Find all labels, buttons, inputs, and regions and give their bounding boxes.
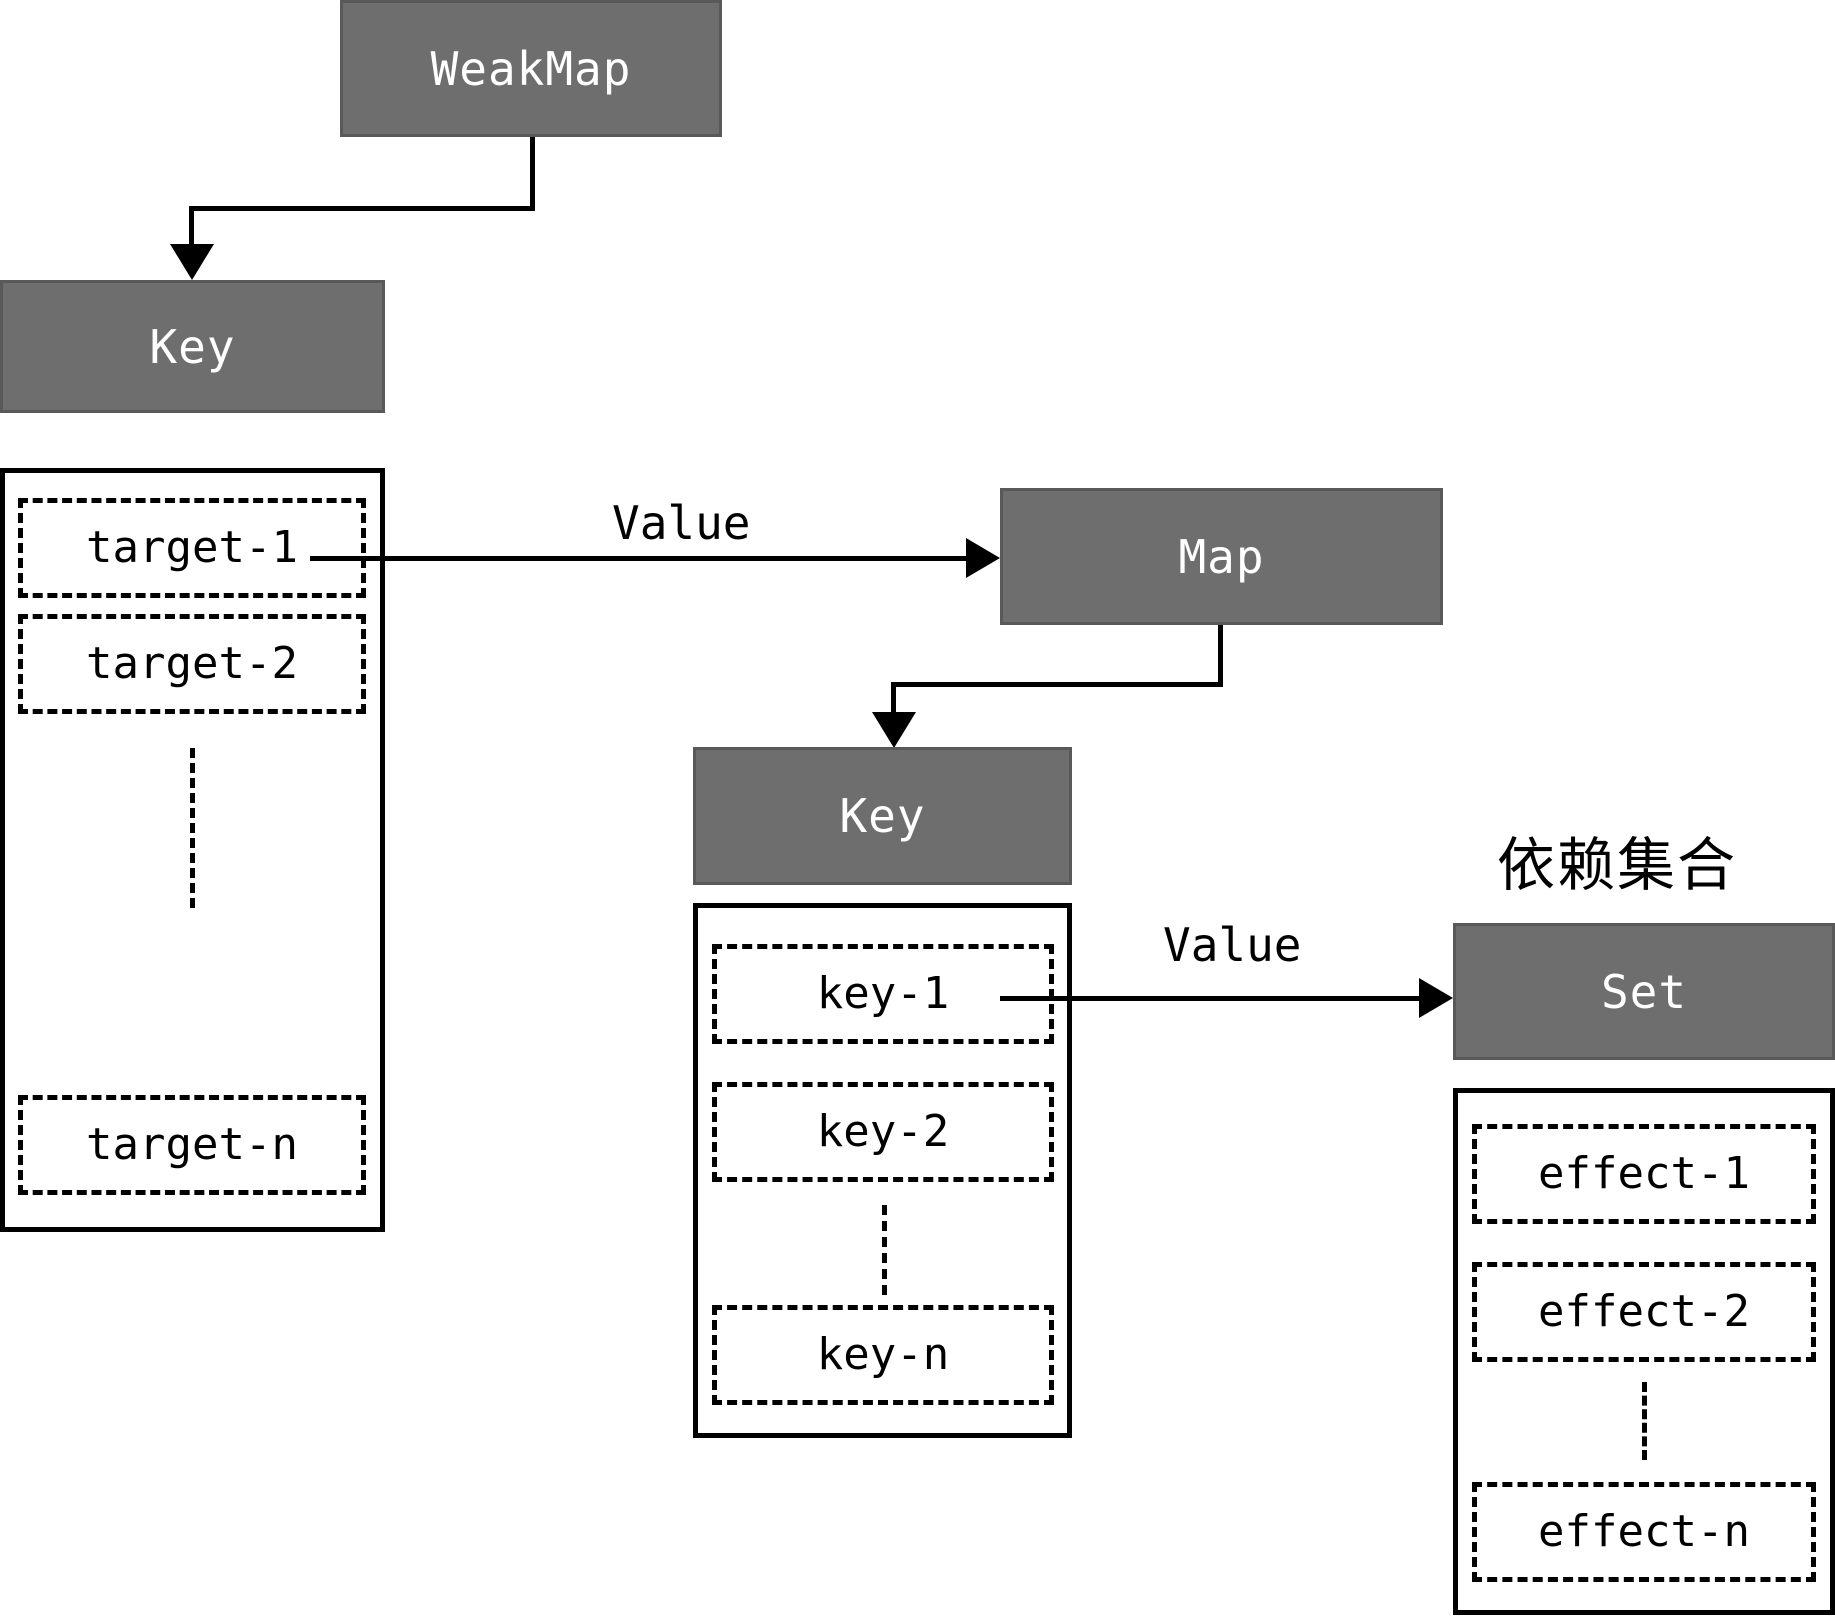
key-inner-box-label: Key [839,789,926,843]
key-list-item-1-label: key-1 [816,968,950,1019]
target-list-item-1: target-1 [18,498,366,598]
connector-weakmap-key-seg2 [189,206,535,211]
map-box: Map [1000,488,1443,625]
connector-target-map [310,556,970,561]
key-outer-box: Key [0,280,385,413]
key-outer-box-label: Key [149,319,236,374]
set-box-label: Set [1600,964,1688,1019]
effect-list-item-1-label: effect-1 [1538,1148,1750,1199]
target-list-item-n: target-n [18,1095,366,1195]
key-list-item-2-label: key-2 [816,1106,950,1157]
value-label-weakmap-to-map-text: Value [612,496,751,550]
connector-map-key-seg3 [891,682,896,714]
key-inner-box: Key [693,747,1072,885]
key-list-item-n-label: key-n [816,1329,950,1380]
target-list-item-2-label: target-2 [86,638,298,689]
effect-list-item-n: effect-n [1472,1482,1816,1582]
key-list-item-2: key-2 [712,1082,1054,1182]
target-list-ellipsis [190,748,195,908]
effect-list-item-n-label: effect-n [1538,1506,1750,1557]
connector-key-set [1000,996,1425,1001]
weakmap-box: WeakMap [340,0,722,137]
connector-map-key-seg1 [1218,625,1223,687]
connector-map-key-seg2 [891,682,1223,687]
key-list-ellipsis [882,1205,887,1295]
key-list-item-n: key-n [712,1305,1054,1405]
effect-list-item-2-label: effect-2 [1538,1286,1750,1337]
map-box-label: Map [1178,529,1265,584]
arrowhead-key-set [1419,978,1453,1018]
effect-list-item-1: effect-1 [1472,1124,1816,1224]
connector-weakmap-key-seg3 [189,206,194,246]
target-list-item-1-label: target-1 [86,522,298,573]
value-label-map-to-set: Value [1163,922,1301,968]
connector-weakmap-key-seg1 [530,137,535,211]
key-list-item-1: key-1 [712,944,1054,1044]
effect-list-item-2: effect-2 [1472,1262,1816,1362]
arrowhead-map-key [872,712,916,748]
target-list-item-n-label: target-n [86,1119,298,1170]
set-caption: 依赖集合 [1497,836,1737,894]
set-box: Set [1453,923,1835,1060]
arrowhead-weakmap-key [170,244,214,280]
weakmap-box-label: WeakMap [430,41,632,96]
value-label-weakmap-to-map: Value [612,500,750,546]
target-list-item-2: target-2 [18,614,366,714]
value-label-map-to-set-text: Value [1163,918,1302,972]
arrowhead-target-map [966,538,1000,578]
set-caption-text: 依赖集合 [1497,831,1738,899]
effect-list-ellipsis [1642,1382,1647,1460]
